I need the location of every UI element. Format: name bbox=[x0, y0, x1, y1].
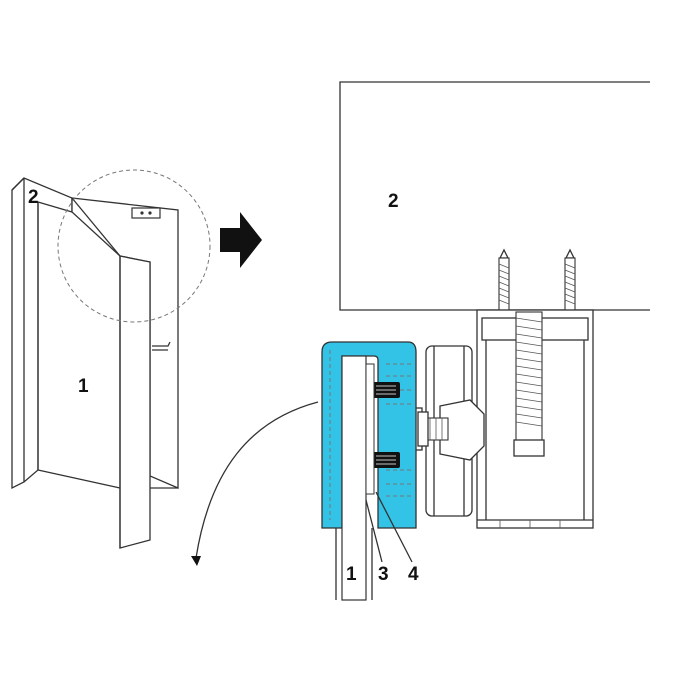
grub-screw-icon bbox=[372, 452, 400, 468]
label-door-overview: 1 bbox=[78, 376, 89, 397]
detail-view: 2 bbox=[321, 81, 650, 601]
door-frame bbox=[11, 177, 73, 490]
detail-callout-circle bbox=[57, 169, 211, 323]
label-door-detail: 1 bbox=[346, 564, 357, 585]
curved-arrow-icon bbox=[191, 401, 319, 566]
pivot-boss bbox=[439, 399, 485, 461]
detail-frame-block bbox=[339, 81, 650, 311]
gasket-strip bbox=[365, 363, 375, 495]
door-handle-icon bbox=[152, 341, 171, 351]
right-arrow-icon bbox=[220, 212, 262, 268]
label-glass-edge: 3 bbox=[378, 564, 389, 585]
door-overview: 2 1 bbox=[11, 169, 211, 549]
top-bracket-icon bbox=[131, 207, 161, 219]
label-screw-part: 4 bbox=[408, 564, 419, 585]
label-frame-detail: 2 bbox=[388, 191, 399, 212]
label-frame-overview: 2 bbox=[28, 187, 39, 208]
grub-screw-icon bbox=[372, 382, 400, 398]
